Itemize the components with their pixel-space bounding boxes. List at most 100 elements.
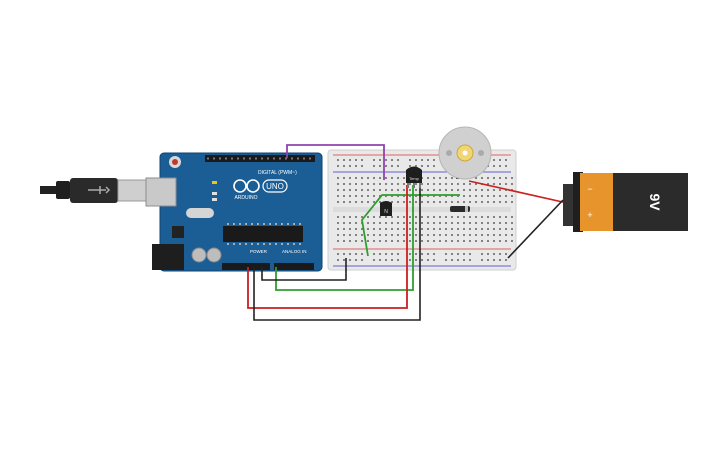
chip-pin — [245, 243, 247, 245]
breadboard-hole — [415, 240, 417, 242]
breadboard-rail-hole — [397, 259, 399, 261]
breadboard-hole — [343, 177, 345, 179]
breadboard-hole — [505, 216, 507, 218]
breadboard-hole — [361, 177, 363, 179]
wire-green-base[interactable] — [361, 194, 460, 257]
breadboard-hole — [355, 234, 357, 236]
breadboard-hole — [445, 201, 447, 203]
breadboard-hole — [355, 195, 357, 197]
battery-plus-label: + — [587, 210, 592, 220]
breadboard-rail-hole — [361, 253, 363, 255]
motor-screw-left — [446, 150, 452, 156]
breadboard-hole — [499, 189, 501, 191]
arduino-board[interactable]: DIGITAL (PWM~) UNO ARDUINO POWER ANALOG … — [145, 152, 323, 272]
breadboard-hole — [379, 216, 381, 218]
breadboard-hole — [367, 195, 369, 197]
breadboard-rail-hole — [481, 259, 483, 261]
breadboard-hole — [367, 240, 369, 242]
wire-purple[interactable] — [286, 144, 385, 180]
chip-pin — [251, 223, 253, 225]
breadboard-rail-hole — [457, 253, 459, 255]
diode[interactable] — [450, 206, 470, 212]
breadboard-hole — [349, 189, 351, 191]
breadboard-rail-hole — [409, 159, 411, 161]
breadboard-hole — [445, 189, 447, 191]
battery-9v[interactable]: − + 9V — [563, 172, 688, 232]
digital-header — [205, 155, 315, 162]
chip-pin — [257, 243, 259, 245]
breadboard-rail-hole — [385, 253, 387, 255]
breadboard-hole — [379, 189, 381, 191]
breadboard-hole — [343, 195, 345, 197]
motor-screw-right — [478, 150, 484, 156]
breadboard-hole — [391, 183, 393, 185]
battery-label: 9V — [647, 193, 663, 211]
wire-green-signal[interactable] — [275, 185, 414, 291]
breadboard-hole — [445, 216, 447, 218]
breadboard-hole — [511, 222, 513, 224]
breadboard-hole — [427, 240, 429, 242]
breadboard-rail-hole — [421, 165, 423, 167]
breadboard-hole — [385, 240, 387, 242]
breadboard-hole — [415, 183, 417, 185]
breadboard-hole — [397, 240, 399, 242]
breadboard-hole — [433, 240, 435, 242]
wire-red-5v[interactable] — [247, 185, 408, 309]
logo-text: UNO — [266, 182, 284, 191]
temperature-sensor[interactable]: Temp — [406, 166, 422, 189]
breadboard-hole — [505, 177, 507, 179]
chip-pin — [287, 243, 289, 245]
breadboard-hole — [337, 195, 339, 197]
breadboard-hole — [343, 189, 345, 191]
breadboard-rail-hole — [361, 165, 363, 167]
transistor-top — [380, 201, 392, 203]
chip-pin — [245, 223, 247, 225]
led-tx — [212, 192, 217, 195]
header-pin — [237, 157, 239, 160]
usb-cable[interactable] — [40, 178, 149, 203]
breadboard-hole — [385, 222, 387, 224]
chip-pin — [269, 223, 271, 225]
usb-cable-end — [40, 186, 56, 194]
wire-black-gnd[interactable] — [253, 185, 421, 321]
breadboard-rail-hole — [427, 159, 429, 161]
breadboard-rail-hole — [499, 165, 501, 167]
breadboard-rail-hole — [463, 259, 465, 261]
breadboard-rail-hole — [493, 259, 495, 261]
breadboard-rail-hole — [379, 165, 381, 167]
header-pin — [279, 157, 281, 160]
analog-header — [274, 263, 314, 270]
breadboard-hole — [343, 216, 345, 218]
wire-black-gnd-rail[interactable] — [261, 258, 347, 281]
breadboard-hole — [451, 222, 453, 224]
breadboard-hole — [409, 201, 411, 203]
breadboard-hole — [481, 222, 483, 224]
breadboard-hole — [439, 234, 441, 236]
breadboard-rail-hole — [427, 165, 429, 167]
breadboard-rail-hole — [373, 259, 375, 261]
breadboard-hole — [397, 216, 399, 218]
breadboard-rail-hole — [391, 259, 393, 261]
breadboard-rail-hole — [487, 259, 489, 261]
breadboard[interactable] — [327, 149, 517, 271]
breadboard-hole — [445, 228, 447, 230]
wire-red-battery[interactable] — [468, 180, 568, 204]
sensor-lead-1 — [407, 180, 409, 188]
breadboard-hole — [409, 228, 411, 230]
chip-pin — [227, 243, 229, 245]
breadboard-hole — [475, 216, 477, 218]
transistor-label: N — [384, 209, 388, 215]
breadboard-hole — [409, 189, 411, 191]
header-pin — [219, 157, 221, 160]
wire-black-battery[interactable] — [507, 199, 564, 259]
dc-motor[interactable] — [438, 126, 492, 180]
breadboard-hole — [403, 240, 405, 242]
breadboard-hole — [355, 240, 357, 242]
breadboard-hole — [385, 183, 387, 185]
chip-pin — [233, 243, 235, 245]
breadboard-center-channel — [333, 207, 511, 212]
breadboard-hole — [403, 201, 405, 203]
breadboard-hole — [451, 177, 453, 179]
breadboard-hole — [511, 183, 513, 185]
transistor[interactable]: N — [380, 201, 392, 216]
